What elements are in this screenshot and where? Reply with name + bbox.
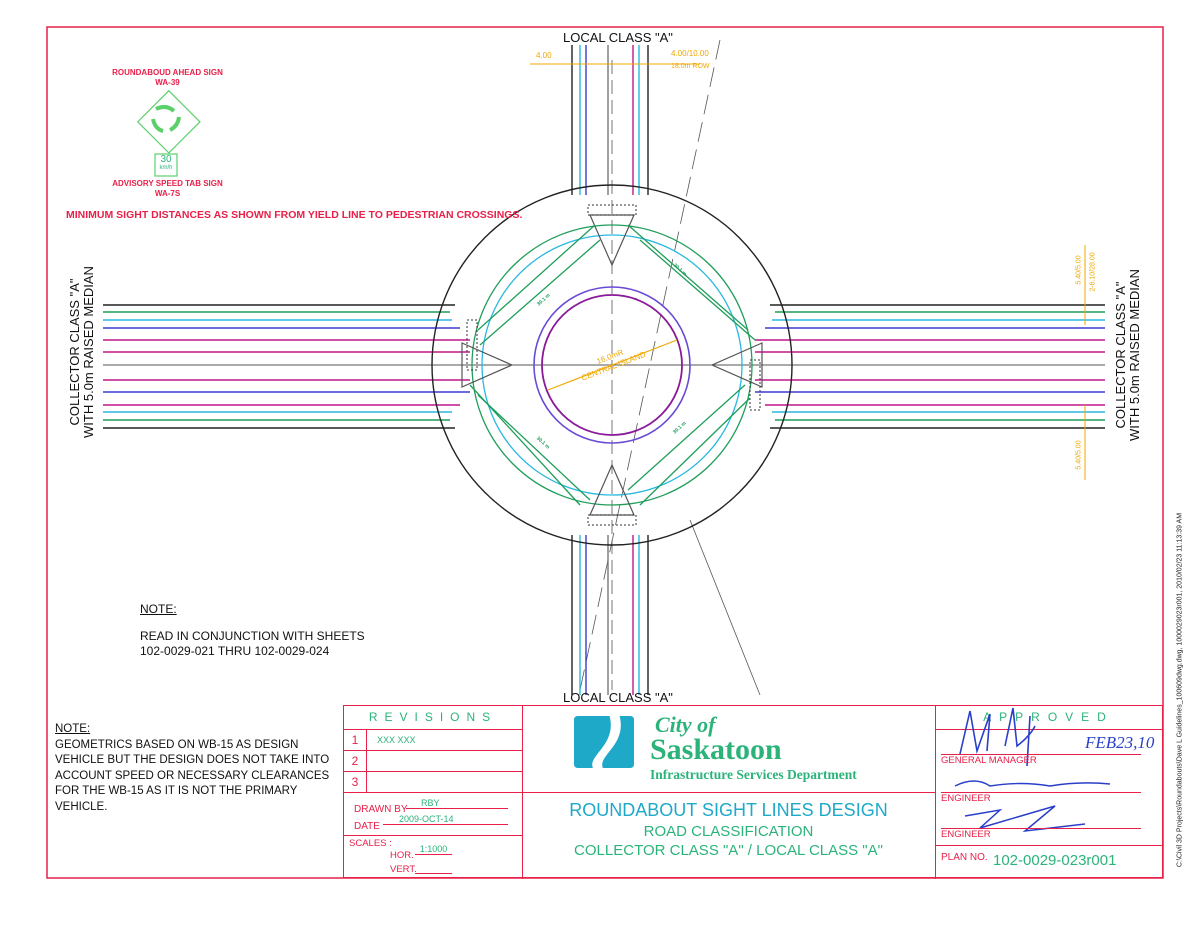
note-geometrics-line: ACCOUNT SPEED OR NECESSARY CLEARANCES (55, 769, 330, 782)
logo-city-of: City of (655, 712, 716, 737)
approval-block: APPROVED FEB23,10 GENERAL MANAGER ENGINE… (935, 706, 1162, 879)
roundabout-arrow-icon (169, 116, 181, 132)
circulating-lane-circle (481, 234, 743, 496)
drawing-title: ROUNDABOUT SIGHT LINES DESIGN (569, 800, 888, 820)
vert-label: VERT. (390, 864, 417, 875)
revision-number: 3 (344, 772, 367, 792)
truck-apron-circle (533, 286, 691, 444)
vert-scale-value (415, 873, 452, 874)
roundabout-arrow-icon (151, 118, 164, 133)
note-geometrics-line: VEHICLE BUT THE DESIGN DOES NOT TAKE INT… (55, 754, 330, 766)
revisions-block: REVISIONS 1 XXX XXX 2 3 (344, 706, 523, 793)
dimension-lines (530, 63, 1086, 480)
file-path: C:\Civil 3D Projects\Roundabouts\Dave L … (1176, 512, 1184, 868)
note-sheets: NOTE: READ IN CONJUNCTION WITH SHEETS 10… (140, 602, 365, 659)
island-diameter-line (547, 339, 678, 391)
engineer-label: ENGINEER (941, 828, 1141, 840)
outer-lane-circle (471, 224, 753, 506)
local-road-north (571, 39, 721, 691)
engineer-signature (964, 805, 1086, 833)
note-sheets-line: READ IN CONJUNCTION WITH SHEETS (140, 629, 365, 643)
note-geometrics: NOTE: GEOMETRICS BASED ON WB-15 AS DESIG… (55, 722, 329, 815)
splitter-island-west (461, 342, 514, 388)
crosswalk-west (466, 319, 478, 371)
drawn-by-block: DRAWN BY RBY DATE 2009-OCT-14 (344, 792, 523, 836)
general-manager-label: GENERAL MANAGER (941, 754, 1141, 766)
road-label-north: LOCAL CLASS "A" (563, 30, 673, 45)
note-geometrics-line: GEOMETRICS BASED ON WB-15 AS DESIGN (55, 738, 299, 751)
drawing-classification: COLLECTOR CLASS "A" / LOCAL CLASS "A" (574, 842, 883, 859)
central-island-circle (541, 294, 683, 436)
speed-sign-title: ADVISORY SPEED TAB SIGN (112, 179, 223, 188)
date-label: DATE (354, 821, 380, 832)
roundabout-sign-title: ROUNDABOUD AHEAD SIGN (112, 68, 223, 77)
revision-row: 2 (344, 751, 522, 772)
speed-sign-code: WA-7S (154, 189, 181, 198)
crosswalk-east (749, 359, 761, 411)
note-sheets-line: 102-0029-021 THRU 102-0029-024 (140, 644, 330, 658)
crosswalk-north (587, 204, 637, 216)
road-label-east: COLLECTOR CLASS "A" WITH 5.0m RAISED MED… (1113, 269, 1142, 441)
speed-tab-sign (154, 153, 178, 177)
sight-distance-note: MINIMUM SIGHT DISTANCES AS SHOWN FROM YI… (66, 209, 523, 221)
dim-top-left: 4.00 (536, 51, 552, 60)
note-geometrics-line: FOR THE WB-15 AS IT IS NOT THE PRIMARY (55, 785, 298, 797)
scales-label: SCALES : (349, 838, 392, 849)
title-block: REVISIONS 1 XXX XXX 2 3 DRAWN BY RBY DAT… (343, 705, 1163, 879)
sight-lines (469, 224, 756, 506)
logo-department: Infrastructure Services Department (650, 767, 857, 782)
note-geometrics-title: NOTE: (55, 723, 91, 735)
road-label-west-line2: WITH 5.0m RAISED MEDIAN (81, 266, 96, 438)
hor-label: HOR. (390, 850, 414, 861)
splitter-island-east (710, 342, 763, 388)
revisions-title: REVISIONS (344, 706, 522, 730)
city-logo-block: City of Saskatoon Infrastructure Service… (522, 706, 936, 793)
revision-row: 1 XXX XXX (344, 730, 522, 751)
roundabout-ahead-sign (136, 89, 201, 154)
roundabout-sign-code: WA-39 (155, 78, 180, 87)
road-label-east-line1: COLLECTOR CLASS "A" (1113, 281, 1128, 429)
revision-text: XXX XXX (377, 735, 416, 745)
drawn-by-label: DRAWN BY (354, 804, 408, 815)
city-logo-icon (574, 716, 634, 768)
revision-row: 3 (344, 772, 522, 792)
plan-number: 102-0029-023r001 (993, 852, 1117, 869)
drawing-subtitle: ROAD CLASSIFICATION (643, 823, 814, 840)
collector-road-west (103, 304, 790, 429)
roundabout-arrow-icon (155, 104, 176, 113)
drawn-by-value: RBY (406, 798, 508, 809)
date-value: 2009-OCT-14 (383, 814, 508, 825)
hor-scale-value: 1:1000 (415, 844, 452, 855)
note-geometrics-line: VEHICLE. (55, 800, 108, 813)
crosswalk-south (587, 514, 637, 526)
collector-road-east (755, 304, 1105, 429)
speed-unit: km/h (159, 165, 173, 171)
speed-value: 30 (160, 154, 172, 165)
revision-number: 2 (344, 751, 367, 771)
road-label-west: COLLECTOR CLASS "A" WITH 5.0m RAISED MED… (67, 266, 96, 438)
general-manager-signature (959, 707, 1036, 767)
signatures (954, 707, 1111, 833)
engineer-signature (954, 780, 1111, 787)
dim-right-top-b: 2-6.10/28.00 (1089, 252, 1097, 292)
local-road-south (571, 519, 761, 696)
approval-date: FEB23,10 (1085, 733, 1155, 752)
drawing-title-block: ROUNDABOUT SIGHT LINES DESIGN ROAD CLASS… (522, 792, 936, 879)
dim-row: 18.0m ROW (671, 63, 710, 70)
dim-right-bottom: 5.40/5.00 (1075, 440, 1083, 470)
dim-right-top-a: 5.40/5.00 (1075, 255, 1083, 285)
dim-top-right: 4.00/10.00 (671, 49, 709, 58)
engineer-label: ENGINEER (941, 792, 1141, 804)
road-label-west-line1: COLLECTOR CLASS "A" (67, 278, 82, 426)
scales-block: SCALES : HOR. 1:1000 VERT. (344, 835, 523, 879)
road-label-east-line2: WITH 5.0m RAISED MEDIAN (1127, 269, 1142, 441)
note-sheets-title: NOTE: (140, 602, 177, 616)
plan-number-label: PLAN NO. (941, 852, 988, 863)
outer-right-of-way-circle (431, 184, 793, 546)
sheet-border (46, 26, 1164, 879)
roundabout-plan (103, 39, 1105, 696)
revision-number: 1 (344, 730, 367, 750)
road-label-south: LOCAL CLASS "A" (563, 690, 673, 705)
logo-saskatoon: Saskatoon (650, 733, 782, 766)
